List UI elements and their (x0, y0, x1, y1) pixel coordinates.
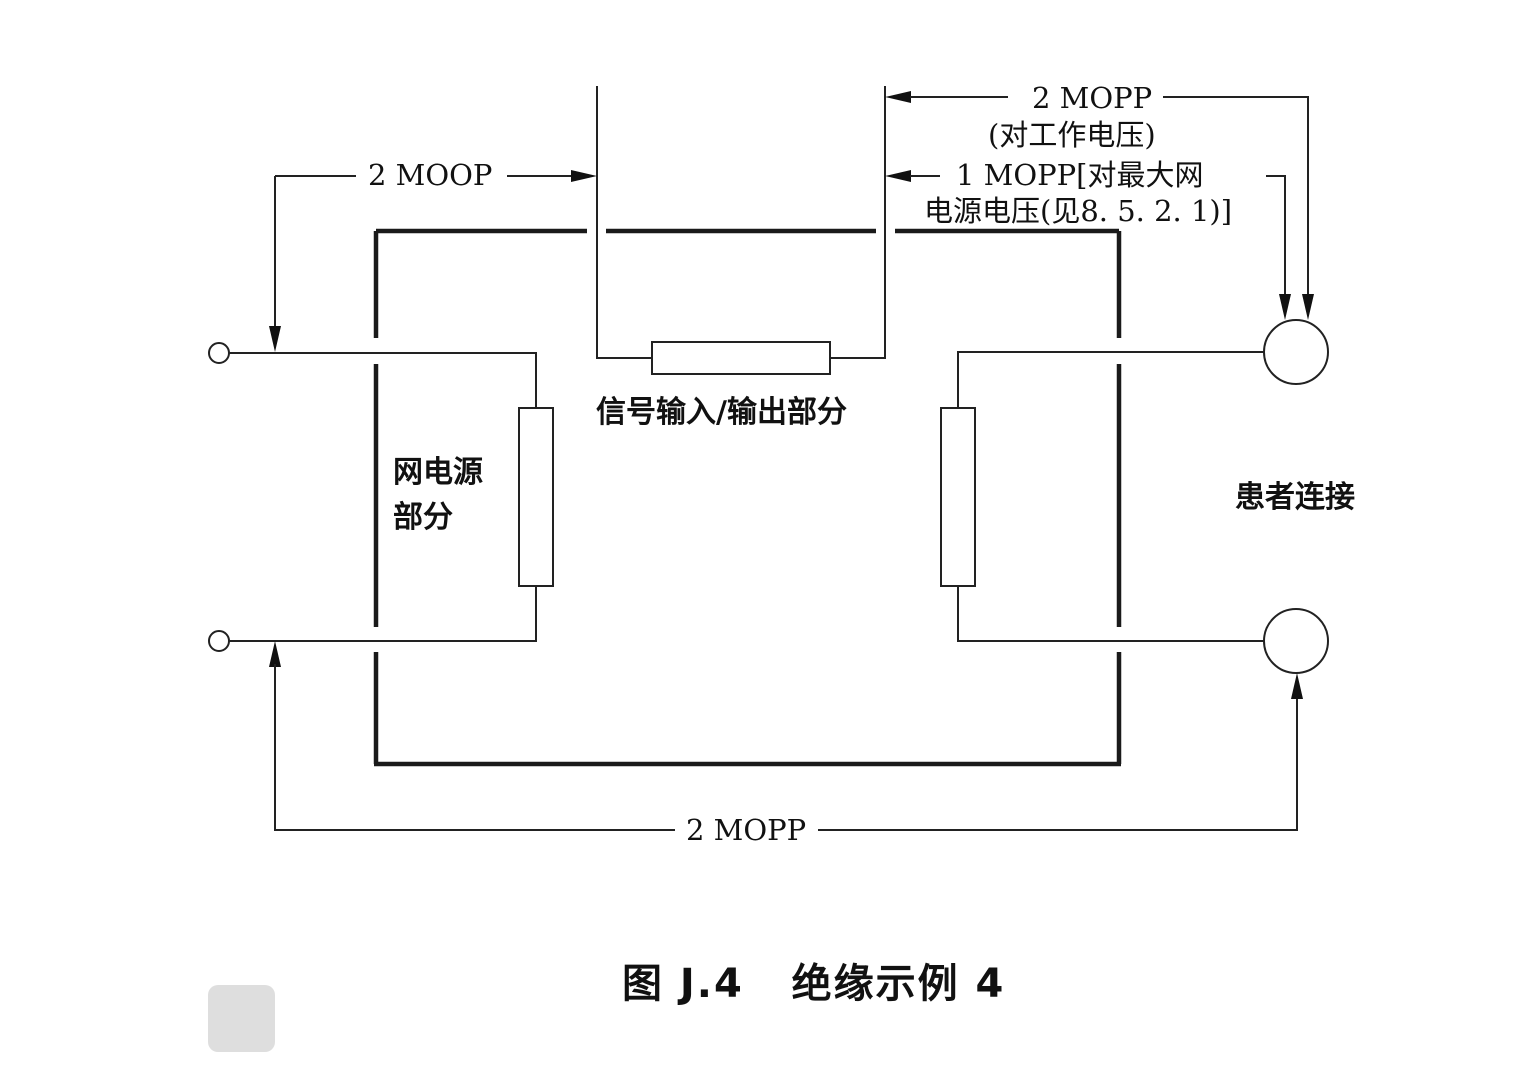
signal-wire-left (596, 86, 652, 359)
label-2-mopp-bottom: 2 MOPP (686, 813, 806, 847)
dimension-2-mopp-bottom (269, 641, 1303, 831)
mopp-working-leader-right (1163, 96, 1309, 300)
mopp-bottom-leader-left (274, 664, 675, 831)
label-patient-connection: 患者连接 (1235, 480, 1355, 515)
patient-circuit (940, 319, 1329, 674)
mains-resistor (518, 407, 554, 587)
arrow-up-icon (269, 641, 281, 667)
page-tab[interactable] (208, 985, 275, 1052)
figure-caption: 图 J.4 绝缘示例 4 (622, 961, 1005, 1007)
label-1-mopp-line1: 1 MOPP[对最大网 (956, 158, 1203, 192)
label-working-voltage-note: (对工作电压) (988, 118, 1156, 152)
mopp-bottom-leader-right (818, 697, 1298, 831)
label-1-mopp-line2: 电源电压(见8. 5. 2. 1)] (924, 194, 1232, 228)
patient-terminal-bottom (1263, 608, 1329, 674)
arrow-down-icon (269, 326, 281, 352)
mains-wire (229, 352, 537, 642)
moop-leader-left (274, 175, 356, 334)
patient-resistor (940, 407, 976, 587)
dimension-2-moop (269, 170, 597, 352)
label-mains-part-line2: 部分 (393, 500, 453, 535)
arrow-down-icon (1302, 294, 1314, 320)
enclosure (373, 228, 1122, 767)
signal-resistor (651, 341, 831, 375)
arrow-up-icon (1291, 673, 1303, 699)
signal-wire-right (830, 86, 886, 359)
arrow-down-icon (1279, 294, 1291, 320)
arrow-left-icon (885, 170, 911, 182)
signal-part-circuit (596, 86, 886, 375)
dimension-1-mopp-mains (885, 170, 1291, 320)
arrow-right-icon (571, 170, 597, 182)
label-2-moop: 2 MOOP (368, 158, 492, 192)
dimension-2-mopp-working (885, 91, 1314, 320)
label-2-mopp-working: 2 MOPP (1032, 81, 1152, 115)
mains-terminal-bottom (208, 630, 230, 652)
arrow-left-icon (885, 91, 911, 103)
mains-terminal-top (208, 342, 230, 364)
patient-wire (957, 351, 1264, 642)
label-mains-part-line1: 网电源 (393, 455, 483, 490)
mains-part-circuit (208, 342, 554, 652)
mopp-mains-leader-right (1266, 175, 1286, 300)
patient-terminal-top (1263, 319, 1329, 385)
label-signal-part: 信号输入/输出部分 (596, 395, 847, 430)
